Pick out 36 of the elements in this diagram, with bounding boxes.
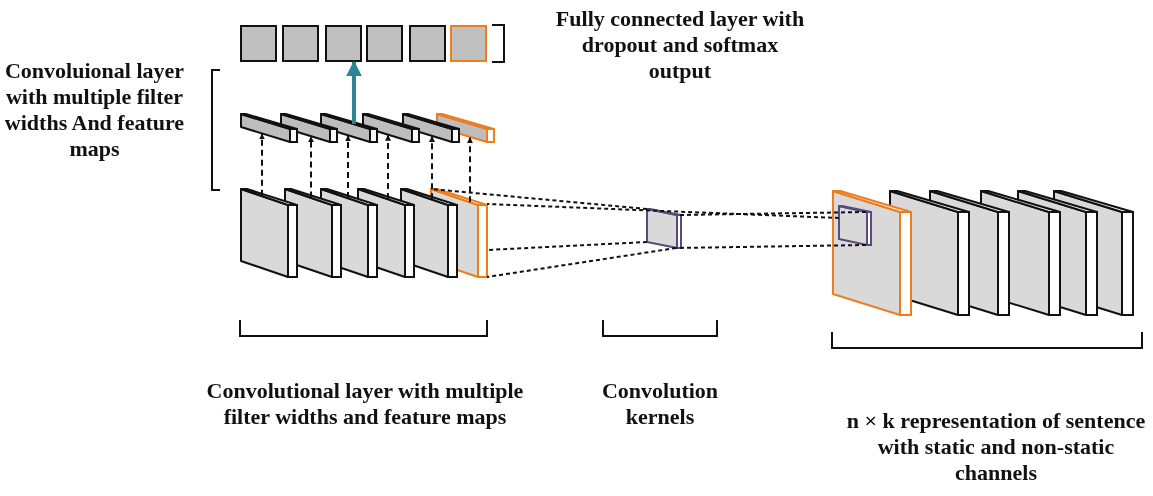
arrow — [467, 136, 473, 204]
sentence-channel-plate — [980, 190, 1061, 316]
feature-map-plate — [357, 188, 415, 278]
output-unit-square — [282, 25, 319, 62]
dotted-projection-line — [679, 211, 867, 216]
feature-map-plate — [284, 188, 342, 278]
output-unit-square — [325, 25, 362, 62]
arrow — [308, 135, 314, 199]
output-unit-square — [240, 25, 277, 62]
kernel-plate — [646, 208, 682, 249]
dotted-projection-line — [486, 247, 677, 278]
pooled-feature-bar — [436, 113, 495, 143]
arrow — [345, 134, 351, 199]
dotted-projection-line — [486, 241, 648, 251]
feature-map-plate — [430, 188, 488, 278]
arrow — [259, 133, 265, 197]
arrow — [385, 134, 391, 200]
layer-caption: Convoluional layer with multiple filter widths And feature maps — [3, 58, 186, 162]
feature-map-plate — [320, 188, 378, 278]
kernel-window — [838, 205, 872, 246]
arrow — [429, 135, 435, 201]
layer-caption: Convolutional layer with multiple filter widths and feature maps — [205, 378, 525, 430]
output-unit-square — [366, 25, 403, 62]
layer-caption: n × k representation of sentence with static and non-static channels — [845, 408, 1147, 486]
layer-caption: Convolution kernels — [600, 378, 720, 430]
arrow — [346, 60, 362, 124]
sentence-channel-plate — [929, 190, 1010, 316]
feature-map-plate — [240, 188, 298, 278]
output-unit-square — [450, 25, 487, 62]
feature-map-plate — [400, 188, 458, 278]
sentence-channel-plate — [889, 190, 970, 316]
dotted-projection-line — [486, 203, 840, 219]
layer-caption: Fully connected layer with dropout and softmax output — [555, 6, 805, 84]
dotted-projection-line — [675, 244, 867, 249]
output-unit-square — [409, 25, 446, 62]
sentence-channel-plate — [1053, 190, 1134, 316]
